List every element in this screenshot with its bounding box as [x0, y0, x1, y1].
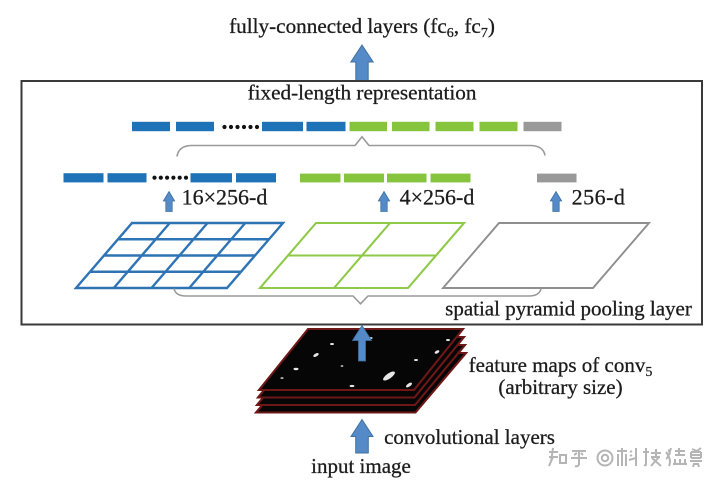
svg-text:input image: input image	[311, 454, 411, 478]
svg-text:fixed-length representation: fixed-length representation	[248, 81, 477, 105]
svg-text:fully-connected layers (fc6, f: fully-connected layers (fc6, fc7)	[229, 14, 495, 41]
svg-text:convolutional layers: convolutional layers	[384, 425, 555, 449]
svg-text:spatial pyramid pooling layer: spatial pyramid pooling layer	[445, 297, 692, 321]
svg-text:16×256-d: 16×256-d	[182, 185, 268, 210]
svg-text:4×256-d: 4×256-d	[400, 185, 475, 210]
svg-text:256-d: 256-d	[572, 185, 626, 210]
svg-text:(arbitrary size): (arbitrary size)	[498, 375, 622, 399]
svg-text:feature maps of conv5: feature maps of conv5	[469, 353, 653, 380]
